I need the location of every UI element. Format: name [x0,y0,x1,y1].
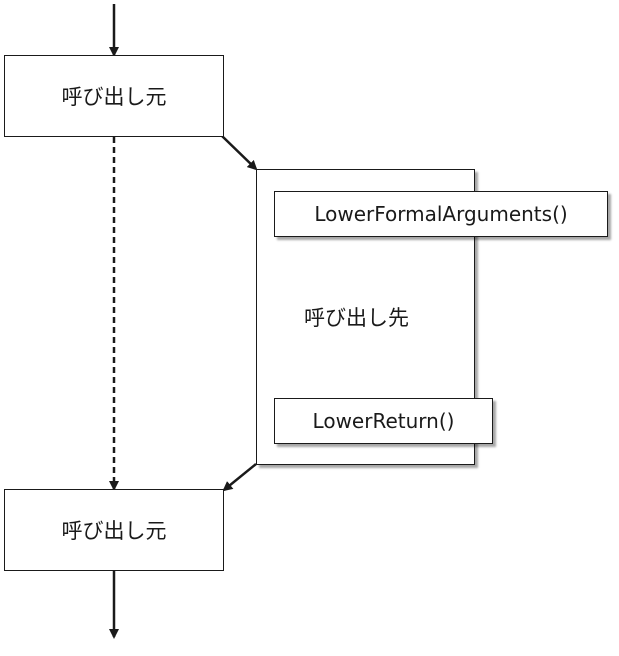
caller-bottom-box: 呼び出し元 [4,489,224,571]
caller-top-box: 呼び出し元 [4,55,224,137]
lower-return-label: LowerReturn() [312,409,455,433]
caller-top-label: 呼び出し元 [61,85,167,109]
caller-bottom-label: 呼び出し元 [61,519,167,543]
lower-return-box: LowerReturn() [274,398,493,444]
callee-label: 呼び出し先 [304,306,409,330]
call-arrow [221,135,258,171]
return-arrow [222,463,257,492]
lower-formal-arguments-box: LowerFormalArguments() [274,191,608,237]
lower-formal-arguments-label: LowerFormalArguments() [314,202,568,226]
